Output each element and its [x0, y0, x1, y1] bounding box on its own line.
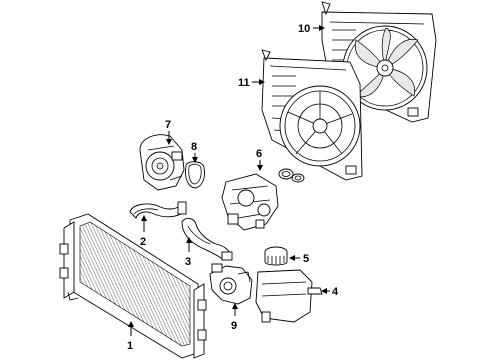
- callout-6: 6: [256, 148, 263, 171]
- callout-11: 11: [238, 77, 265, 89]
- callout-1: 1: [127, 321, 134, 352]
- lower-hose[interactable]: [181, 217, 233, 261]
- callout-5: 5: [289, 253, 309, 265]
- fan-assembly[interactable]: [321, 1, 437, 123]
- callout-label-7: 7: [165, 119, 171, 131]
- callout-7: 7: [165, 119, 172, 145]
- upper-hose[interactable]: [129, 201, 187, 219]
- callout-label-8: 8: [191, 141, 197, 153]
- radiator[interactable]: [59, 213, 207, 359]
- callout-2: 2: [140, 215, 147, 248]
- callout-10: 10: [298, 23, 325, 35]
- reservoir-hose[interactable]: [307, 287, 323, 295]
- water-pump[interactable]: [139, 134, 185, 191]
- callout-label-1: 1: [127, 340, 133, 352]
- thermostat-housing[interactable]: [221, 168, 305, 231]
- callout-label-10: 10: [298, 23, 310, 35]
- callout-label-11: 11: [238, 77, 250, 89]
- pump-belt[interactable]: [185, 161, 205, 189]
- reservoir-cap[interactable]: [264, 246, 288, 266]
- callout-9: 9: [231, 303, 238, 332]
- callout-label-5: 5: [303, 253, 309, 265]
- callout-label-4: 4: [332, 286, 339, 298]
- callout-label-2: 2: [140, 236, 146, 248]
- reservoir-tank[interactable]: [255, 269, 313, 323]
- callout-4: 4: [321, 286, 339, 298]
- fan-shroud[interactable]: [261, 49, 363, 181]
- callout-3: 3: [185, 237, 192, 268]
- callout-label-3: 3: [185, 256, 191, 268]
- callout-label-6: 6: [256, 148, 262, 160]
- callout-8: 8: [191, 141, 198, 163]
- aux-pump[interactable]: [209, 263, 253, 305]
- callout-label-9: 9: [231, 320, 237, 332]
